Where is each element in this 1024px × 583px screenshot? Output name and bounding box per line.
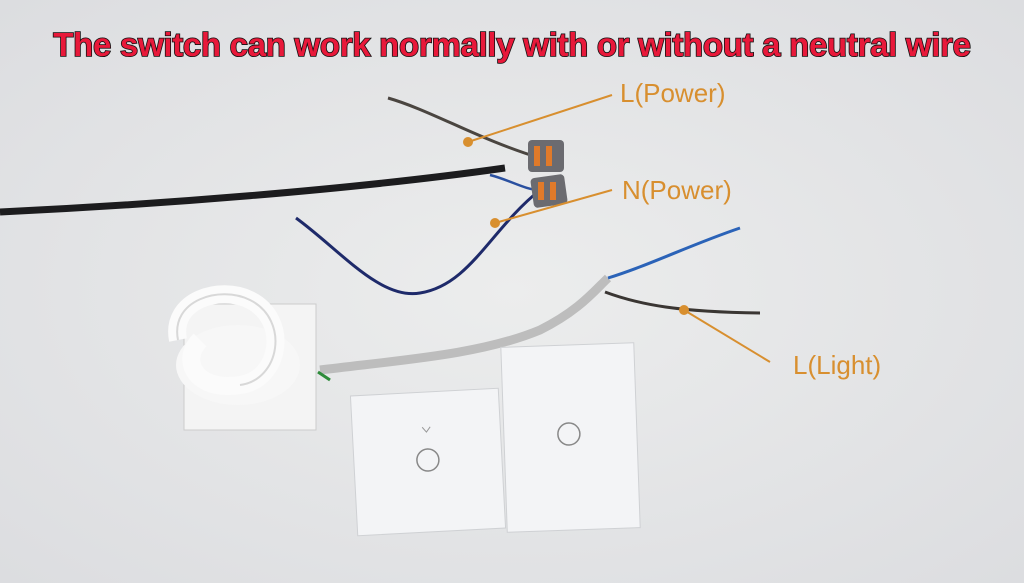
- light-cable: [319, 274, 612, 375]
- touch-switch-square: [349, 387, 507, 537]
- light-bulb: [168, 285, 317, 431]
- label-l-light: L(Light): [793, 350, 882, 380]
- power-cable: [0, 164, 506, 216]
- live-wire-light: [604, 290, 761, 315]
- wago-connector: [528, 140, 568, 208]
- touch-switch-rect: [500, 342, 641, 533]
- neutral-wire-power: [295, 188, 541, 296]
- label-n-power: N(Power): [622, 175, 732, 205]
- label-l-power: L(Power): [620, 78, 726, 108]
- headline-caption: The switch can work normally with or wit…: [52, 25, 971, 64]
- live-wire-power: [387, 96, 541, 160]
